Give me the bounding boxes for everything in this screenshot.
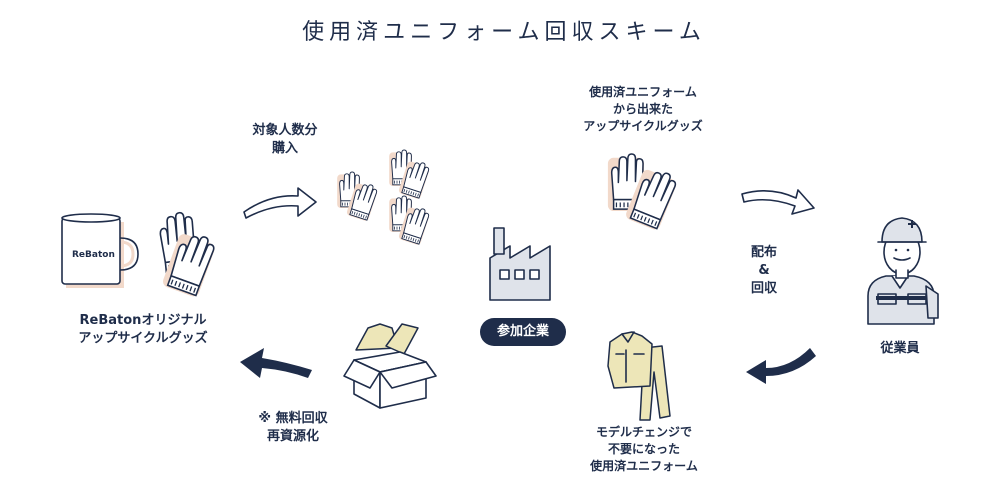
participating-company-badge: 参加企業 xyxy=(480,318,566,346)
employees-label: 従業員 xyxy=(880,341,920,356)
arrow-icon xyxy=(243,187,317,219)
rebaton-goods-label: ReBatonオリジナル アップサイクルグッズ xyxy=(78,313,208,346)
used-uniform-label: モデルチェンジで 不要になった 使用済ユニフォーム xyxy=(590,425,698,473)
glove-set-illustration xyxy=(337,149,431,245)
purchase-label: 対象人数分 購入 xyxy=(252,123,318,156)
worker-icon xyxy=(867,217,939,325)
glove-icon xyxy=(163,229,218,297)
page-title: 使用済ユニフォーム回収スキーム xyxy=(302,20,706,45)
upcycled-goods-label: 使用済ユニフォーム から出来た アップサイクルグッズ xyxy=(583,85,703,133)
arrow-icon xyxy=(746,348,816,384)
factory-icon xyxy=(489,227,551,301)
arrow-icon xyxy=(741,189,815,215)
uniform-icon xyxy=(607,331,671,421)
distribute-collect-label: 配布 & 回収 xyxy=(750,245,777,296)
free-recycle-label: ※ 無料回収 再資源化 xyxy=(258,411,328,444)
arrow-icon xyxy=(240,348,312,378)
rebaton-goods-illustration: ReBaton xyxy=(58,208,228,297)
glove-icon xyxy=(607,153,680,230)
mug-icon xyxy=(61,210,199,288)
mug-brand: ReBaton xyxy=(72,250,115,260)
box-icon xyxy=(343,323,437,409)
